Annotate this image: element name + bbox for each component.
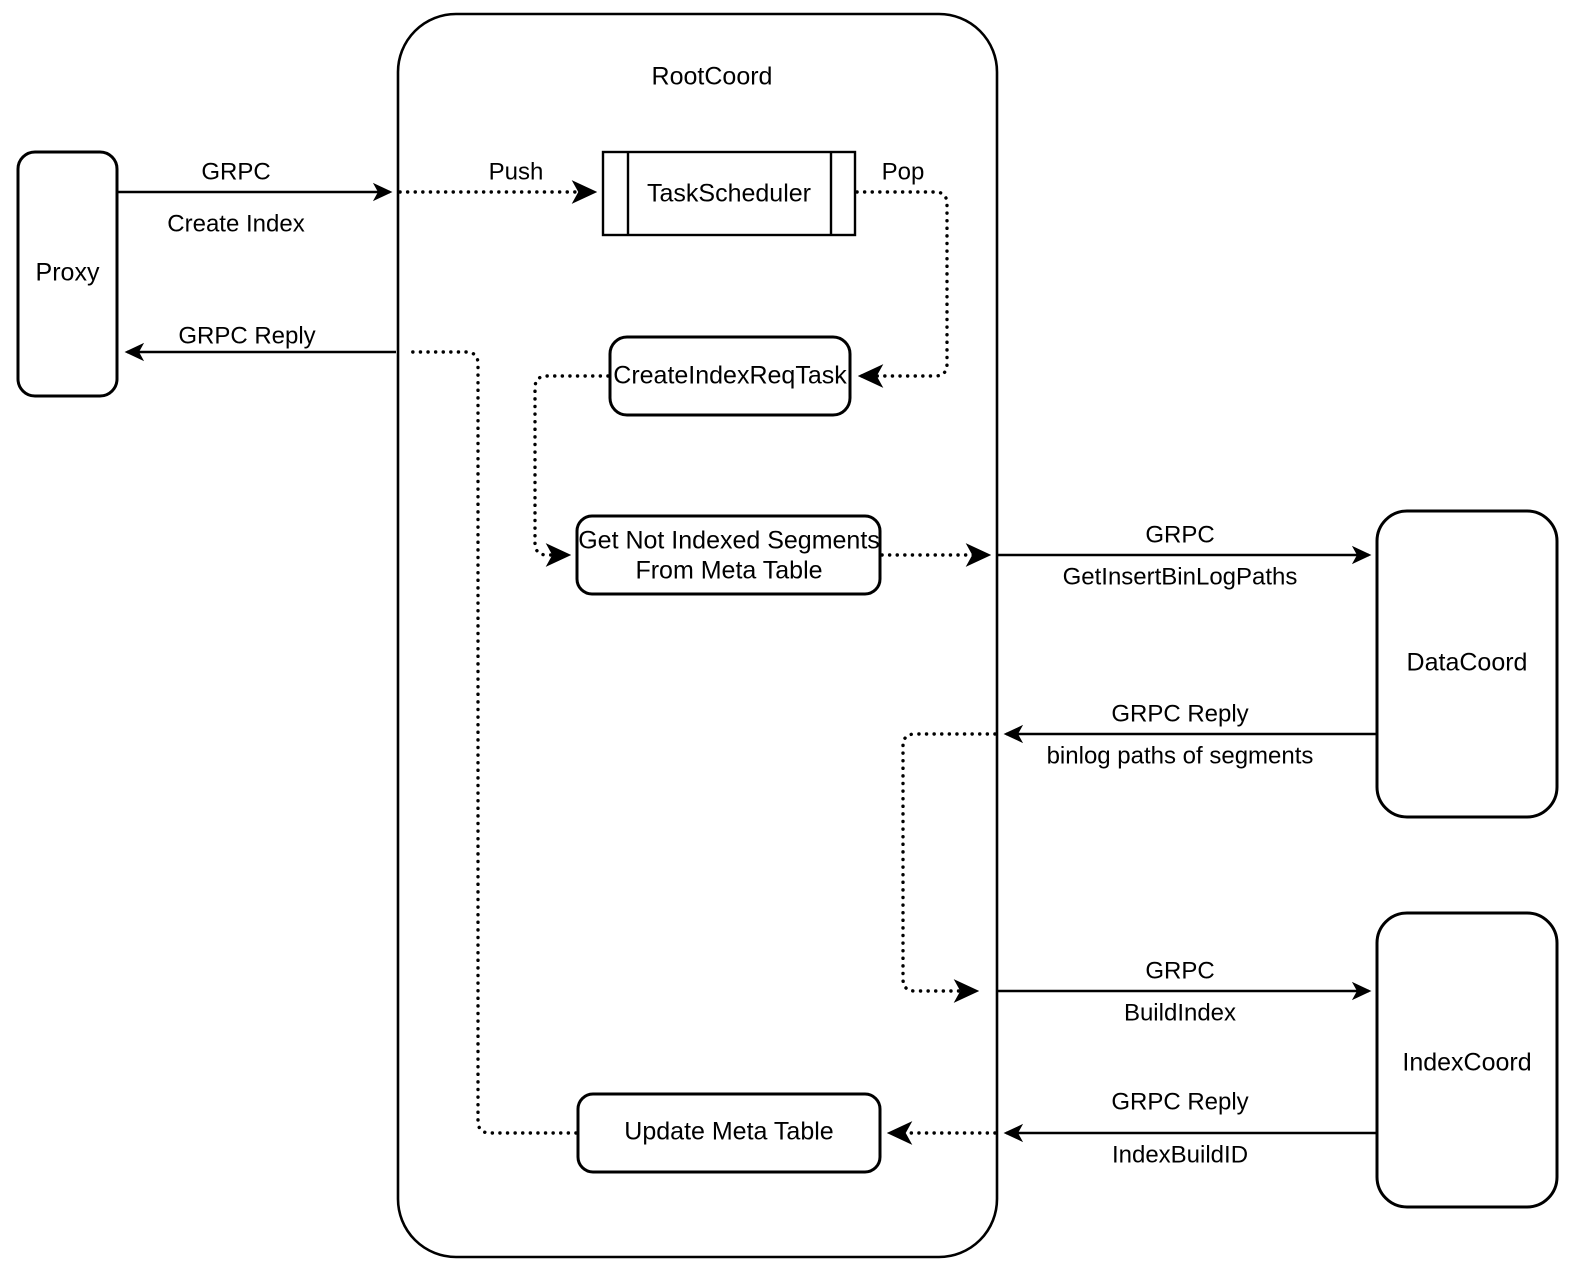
- rootcoord-container: [396, 12, 999, 1259]
- edge-pop-to-create-index-req-task: [855, 190, 949, 388]
- edge-label-grpc-getinsertbinlogpaths-top: GRPC: [1145, 521, 1214, 548]
- edge-label-grpc-buildindex-bottom: BuildIndex: [1124, 999, 1236, 1026]
- edge-internal-binlog-to-buildindex: [901, 732, 997, 1003]
- edge-label-grpc-reply-indexbuildid-bottom: IndexBuildID: [1112, 1141, 1248, 1168]
- proxy-node[interactable]: [16, 150, 119, 398]
- edge-label-grpc-getinsertbinlogpaths-bottom: GetInsertBinLogPaths: [1063, 563, 1298, 590]
- edge-label-pop: Pop: [882, 158, 925, 185]
- proxy-node-label: Proxy: [36, 259, 100, 287]
- update-meta-table-node[interactable]: [576, 1092, 882, 1174]
- datacoord-node[interactable]: [1375, 509, 1559, 819]
- task-scheduler-node[interactable]: [601, 150, 857, 237]
- create-index-req-task-label: CreateIndexReqTask: [613, 362, 847, 390]
- edge-create-index-req-task-to-get-segments: [533, 374, 610, 567]
- edge-label-grpc-reply-to-proxy: GRPC Reply: [178, 322, 315, 349]
- edge-label-grpc-reply-binlog-top: GRPC Reply: [1111, 700, 1248, 727]
- get-not-indexed-segments-label-line2: From Meta Table: [635, 557, 822, 585]
- get-not-indexed-segments-label-line1: Get Not Indexed Segments: [578, 527, 880, 555]
- edge-label-push: Push: [489, 158, 544, 185]
- edge-label-grpc-buildindex-top: GRPC: [1145, 957, 1214, 984]
- edge-label-grpc-create-index-bottom: Create Index: [167, 210, 304, 237]
- datacoord-label: DataCoord: [1407, 649, 1528, 677]
- task-scheduler-label: TaskScheduler: [647, 180, 811, 208]
- create-index-req-task-node[interactable]: [608, 335, 852, 417]
- indexcoord-node[interactable]: [1375, 911, 1559, 1209]
- edge-label-grpc-reply-indexbuildid-top: GRPC Reply: [1111, 1088, 1248, 1115]
- edge-label-grpc-reply-binlog-bottom: binlog paths of segments: [1047, 742, 1314, 769]
- edge-label-grpc-create-index-top: GRPC: [201, 158, 270, 185]
- indexcoord-label: IndexCoord: [1402, 1049, 1531, 1077]
- rootcoord-title: RootCoord: [652, 63, 773, 91]
- update-meta-table-label: Update Meta Table: [624, 1118, 833, 1146]
- get-not-indexed-segments-node[interactable]: [575, 514, 882, 596]
- edge-update-meta-table-to-grpc-reply: [408, 350, 578, 1135]
